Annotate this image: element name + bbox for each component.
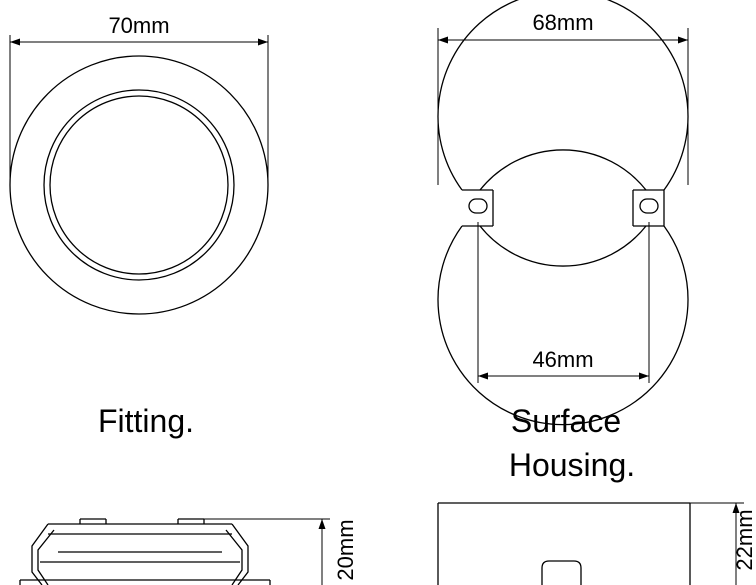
housing-left-mounting-tab — [462, 189, 494, 227]
housing-width-label: 68mm — [532, 10, 593, 35]
housing-inner-ring — [479, 149, 647, 267]
housing-top-view: 68mm 46mm Surface Housing. — [437, 0, 689, 483]
fitting-lens-rim-inner — [49, 95, 229, 275]
fitting-width-label: 70mm — [108, 13, 169, 38]
housing-side-view: 22mm — [437, 502, 756, 585]
housing-outer-ring — [437, 0, 689, 426]
left-screw-slot — [468, 198, 488, 214]
housing-caption-line1: Surface — [511, 403, 621, 439]
housing-cable-entry — [541, 560, 582, 585]
slot-spacing-label: 46mm — [532, 347, 593, 372]
housing-height-label: 22mm — [732, 509, 756, 570]
housing-right-mounting-tab — [632, 189, 664, 227]
fitting-caption: Fitting. — [98, 403, 194, 439]
fitting-top-view: 70mm Fitting. — [9, 13, 269, 439]
fitting-height-label: 20mm — [333, 519, 358, 580]
right-screw-slot — [639, 198, 659, 214]
fitting-outer-bezel — [9, 55, 269, 315]
fitting-lens-rim-outer — [43, 89, 235, 281]
fitting-side-view: 20mm — [19, 518, 358, 585]
housing-caption-line2: Housing. — [509, 447, 635, 483]
